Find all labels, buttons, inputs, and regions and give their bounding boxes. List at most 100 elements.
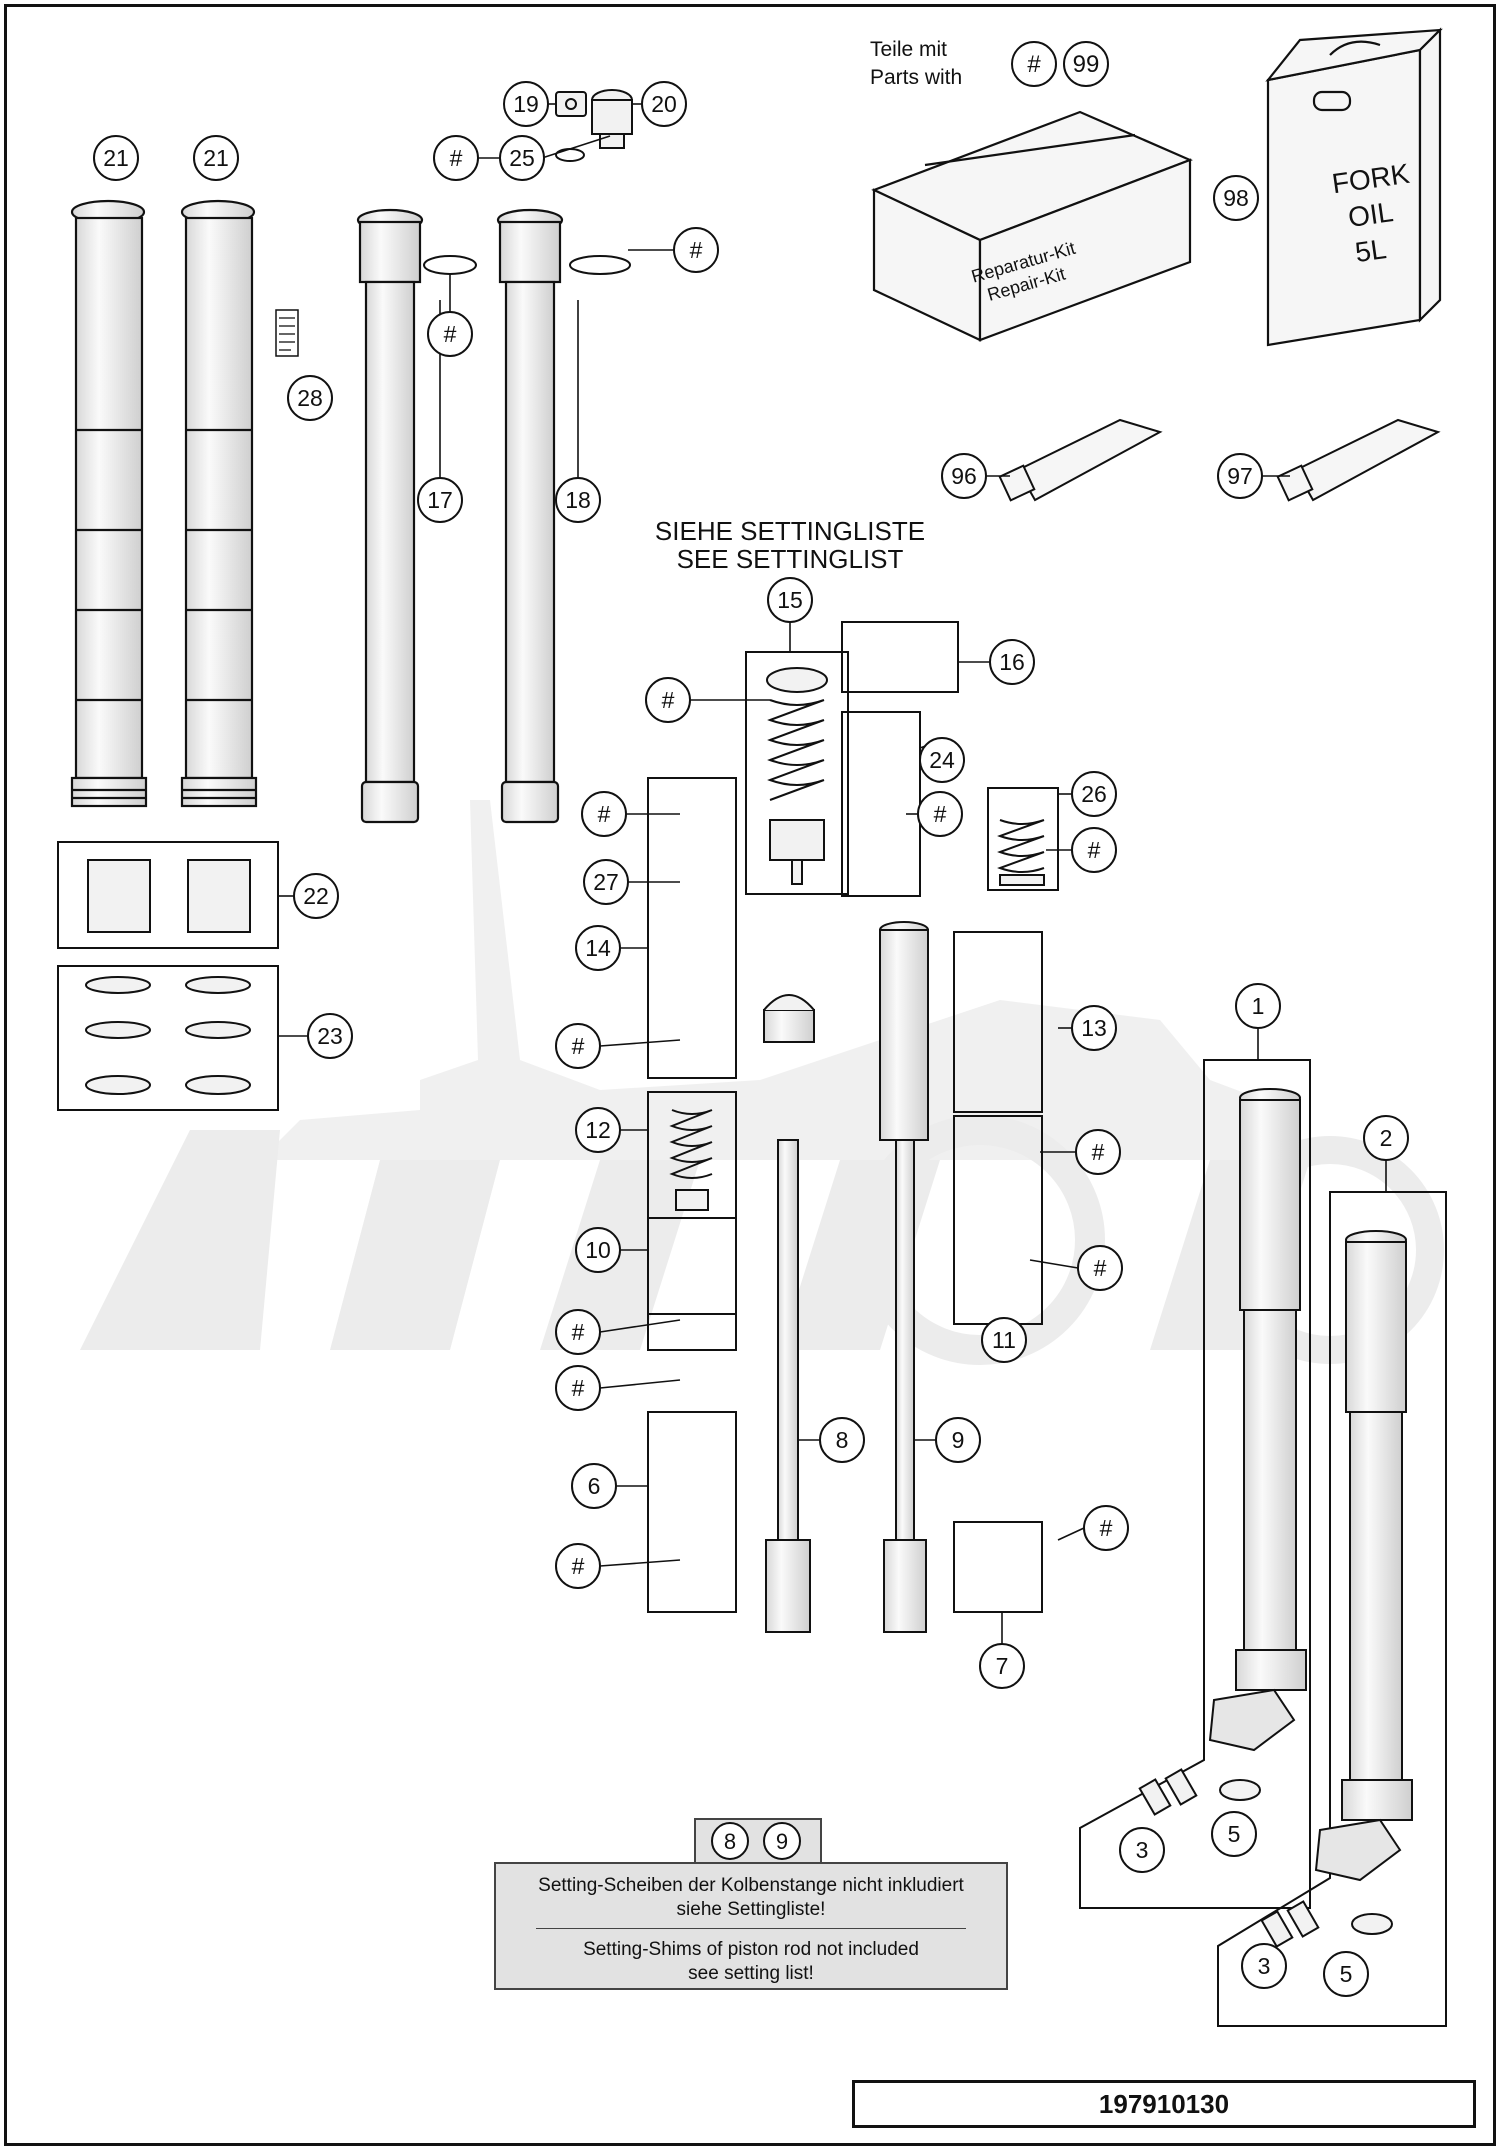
callout-circle — [1241, 1943, 1287, 1989]
callout-part-26: 26 — [1071, 771, 1117, 817]
callout-hash: # — [673, 227, 719, 273]
callout-circle — [427, 311, 473, 357]
callout-circle — [941, 453, 987, 499]
note-ref-a: 8 — [724, 1829, 736, 1854]
callout-label: 22 — [303, 883, 329, 909]
callout-label: 98 — [1223, 185, 1249, 211]
callout-part-20: 20 — [641, 81, 687, 127]
callout-circle — [287, 375, 333, 421]
callout-circle — [583, 859, 629, 905]
callout-part-19: 19 — [503, 81, 549, 127]
note-divider — [536, 1928, 966, 1929]
callout-label: 20 — [651, 91, 677, 117]
callout-label: 9 — [952, 1427, 965, 1453]
callout-circle — [555, 1365, 601, 1411]
callout-part-5: 5 — [1211, 1811, 1257, 1857]
callout-part-23: 23 — [307, 1013, 353, 1059]
callout-label: 6 — [588, 1473, 601, 1499]
callout-circle — [1071, 771, 1117, 817]
callout-part-12: 12 — [575, 1107, 621, 1153]
callout-circle — [935, 1417, 981, 1463]
callout-circle — [581, 791, 627, 837]
callout-part-16: 16 — [989, 639, 1035, 685]
settings-title-de: SIEHE SETTINGLISTE — [655, 516, 925, 546]
outer-tube-left-a — [70, 199, 148, 808]
grease-tube-97 — [1276, 418, 1441, 502]
callout-label: 15 — [777, 587, 803, 613]
callout-label: 2 — [1380, 1125, 1393, 1151]
piston-rod-8 — [763, 994, 815, 1633]
oil-can-text-2: OIL — [1346, 196, 1395, 233]
callout-circle — [1071, 827, 1117, 873]
leader-line — [541, 135, 611, 159]
callout-part-21: 21 — [193, 135, 239, 181]
callout-hash: # — [555, 1543, 601, 1589]
seals-23 — [85, 976, 251, 1095]
callout-label: 24 — [929, 747, 955, 773]
callout-hash: # — [917, 791, 963, 837]
callout-circle — [417, 477, 463, 523]
callout-hash: # — [427, 311, 473, 357]
kit-hash-label: # — [1027, 51, 1041, 78]
callout-label: 16 — [999, 649, 1025, 675]
bushings-22 — [87, 859, 251, 933]
callout-label: # — [444, 321, 457, 347]
kit-callouts: # 99 — [1011, 41, 1109, 87]
callout-label: 96 — [951, 463, 977, 489]
callout-circle — [575, 925, 621, 971]
callout-label: # — [662, 687, 675, 713]
callout-label: 21 — [203, 145, 229, 171]
note-en-line-2: see setting list! — [688, 1963, 814, 1984]
assembly-frames — [57, 621, 1447, 2027]
callout-hash: # — [555, 1023, 601, 1069]
callout-label: 27 — [593, 869, 619, 895]
adjuster-20 — [591, 89, 633, 149]
leader-line — [1029, 1259, 1079, 1269]
callout-label: 12 — [585, 1117, 611, 1143]
note-de-line-1: Setting-Scheiben der Kolbenstange nicht … — [538, 1875, 964, 1896]
callout-circle — [819, 1417, 865, 1463]
callout-circle — [1211, 1811, 1257, 1857]
fork-leg-2 — [1314, 1230, 1413, 1882]
callout-label: 97 — [1227, 463, 1253, 489]
callout-circle — [575, 1227, 621, 1273]
callout-hash: # — [1071, 827, 1117, 873]
callout-part-28: 28 — [287, 375, 333, 421]
callout-circle — [555, 477, 601, 523]
callout-label: # — [1094, 1255, 1107, 1281]
callout-label: 10 — [585, 1237, 611, 1263]
kit-label: Teile mit Parts with — [870, 36, 962, 92]
callout-part-18: 18 — [555, 477, 601, 523]
callout-label: # — [690, 237, 703, 263]
callout-part-22: 22 — [293, 873, 339, 919]
callout-label: 23 — [317, 1023, 343, 1049]
page-border — [4, 4, 1496, 2146]
callout-circle — [641, 81, 687, 127]
callout-circle — [1083, 1505, 1129, 1551]
callout-part-15: 15 — [767, 577, 813, 623]
callout-hash: # — [581, 791, 627, 837]
callout-label: 25 — [509, 145, 535, 171]
settings-title-en: SEE SETTINGLIST — [677, 544, 904, 574]
axle-parts — [1138, 1768, 1393, 1948]
callout-part-8: 8 — [819, 1417, 865, 1463]
callout-circle — [433, 135, 479, 181]
document-number: 197910130 — [852, 2080, 1476, 2128]
callout-label: 1 — [1252, 993, 1265, 1019]
callout-part-17: 17 — [417, 477, 463, 523]
leader-line — [599, 1559, 681, 1567]
grease-tube-96 — [998, 418, 1163, 502]
callout-part-1: 1 — [1235, 983, 1281, 1029]
callout-label: # — [450, 145, 463, 171]
callout-label: 5 — [1228, 1821, 1241, 1847]
note-ref-markers: 8 9 — [711, 1822, 801, 1860]
callout-part-24: 24 — [919, 737, 965, 783]
leader-line — [1057, 1527, 1085, 1541]
callout-part-3: 3 — [1119, 1827, 1165, 1873]
callout-label: 19 — [513, 91, 539, 117]
leader-line — [599, 1319, 681, 1333]
callout-part-13: 13 — [1071, 1005, 1117, 1051]
callout-part-3: 3 — [1241, 1943, 1287, 1989]
